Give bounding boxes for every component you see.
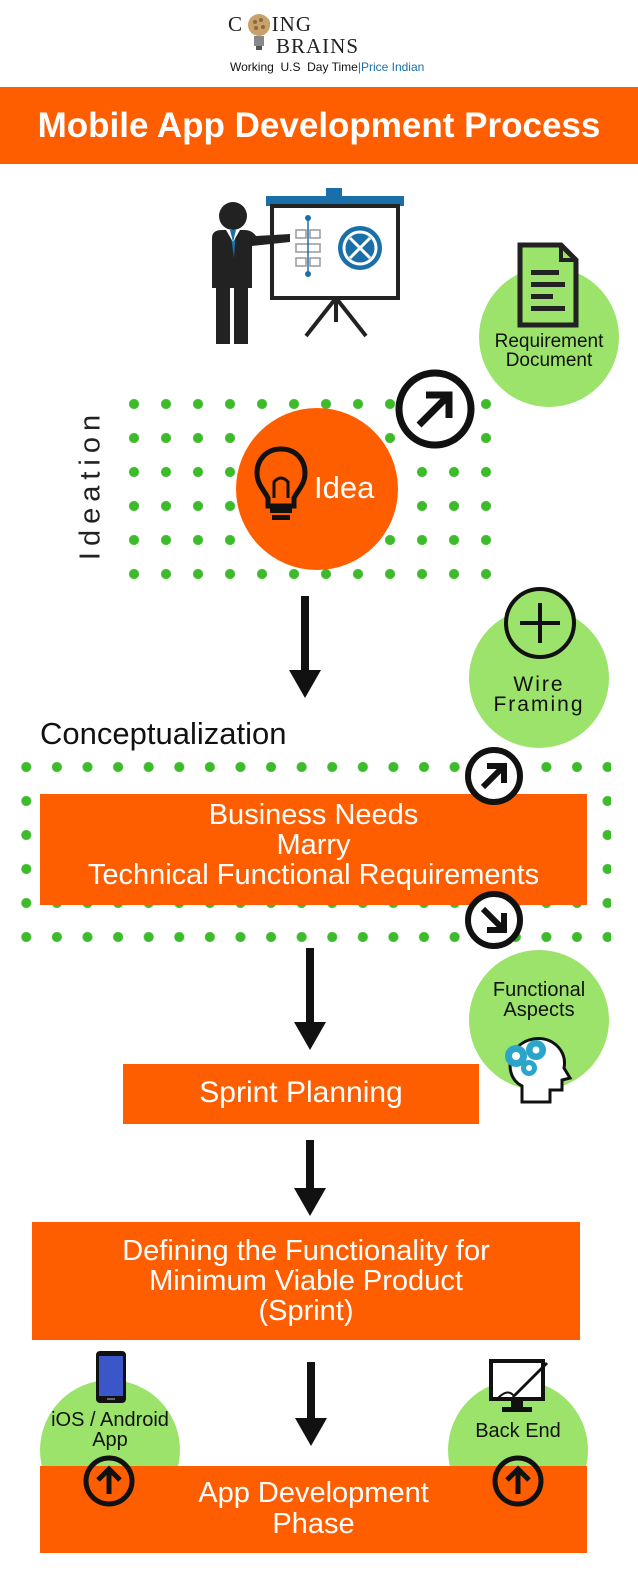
arrow-up-right-icon	[465, 747, 523, 805]
back-end-label: Back End	[475, 1420, 561, 1442]
wireframing-line1: Wire	[513, 673, 565, 696]
requirement-document-label: Requirement Document	[479, 332, 619, 370]
business-needs-line1: Business Needs	[208, 799, 419, 831]
down-arrow-icon	[295, 1362, 327, 1446]
plus-circle-icon	[504, 587, 576, 659]
logo-tagline: Working U.S Day Time|Price Indian	[230, 60, 424, 74]
business-needs-box: Business Needs Marry Technical Functiona…	[40, 794, 587, 905]
sprint-planning-box: Sprint Planning	[123, 1064, 479, 1124]
mvp-line2: Minimum Viable Product	[149, 1265, 463, 1297]
tagline-divider: |	[357, 60, 361, 74]
business-needs-line3: Technical Functional Requirements	[87, 859, 540, 891]
wireframing-label: Wire Framing	[469, 673, 609, 716]
ios-line1: iOS / Android	[51, 1409, 169, 1431]
mvp-line1: Defining the Functionality for	[122, 1235, 490, 1267]
mvp-box: Defining the Functionality for Minimum V…	[32, 1222, 580, 1340]
functional-aspects-label: Functional Aspects	[469, 980, 609, 1020]
conceptualization-heading: Conceptualization	[40, 716, 287, 751]
logo-line2: BRAINS	[276, 34, 360, 58]
arrow-down-right-icon	[465, 891, 523, 949]
tagline-right: Price Indian	[360, 60, 425, 74]
lightbulb-icon	[254, 446, 308, 520]
page-title: Mobile App Development Process	[37, 106, 601, 145]
ios-android-label: iOS / Android App	[30, 1410, 190, 1450]
monitor-pen-icon	[489, 1359, 548, 1412]
smartphone-icon	[96, 1351, 126, 1403]
tagline-left: Working U.S Day Time	[230, 60, 358, 74]
dev-line2: Phase	[272, 1508, 355, 1540]
arrow-up-icon	[83, 1455, 135, 1507]
wireframing-line2: Framing	[493, 693, 585, 716]
functional-line1: Functional	[492, 979, 586, 1001]
logo: C DING BRAINS Working U.S Day Time|Price…	[226, 10, 426, 76]
head-gears-icon	[505, 1037, 573, 1104]
lightbulb-logo-icon	[248, 14, 270, 50]
arrow-up-right-icon	[395, 369, 475, 449]
document-icon	[517, 242, 579, 328]
sprint-planning-label: Sprint Planning	[199, 1076, 403, 1109]
presenter-icon	[212, 188, 404, 344]
down-arrow-icon	[294, 1140, 326, 1216]
requirement-line1: Requirement	[494, 331, 604, 352]
dev-line1: App Development	[198, 1477, 429, 1509]
page-header: Mobile App Development Process	[0, 87, 638, 164]
requirement-line2: Document	[505, 350, 593, 371]
down-arrow-icon	[294, 948, 326, 1050]
functional-line2: Aspects	[503, 999, 575, 1021]
arrow-up-icon	[492, 1455, 544, 1507]
idea-label: Idea	[314, 470, 375, 505]
mvp-line3: (Sprint)	[258, 1295, 354, 1327]
down-arrow-icon	[289, 596, 321, 698]
business-needs-line2: Marry	[276, 829, 351, 861]
ideation-side-label: Ideation	[74, 408, 107, 561]
ios-line2: App	[92, 1429, 128, 1451]
